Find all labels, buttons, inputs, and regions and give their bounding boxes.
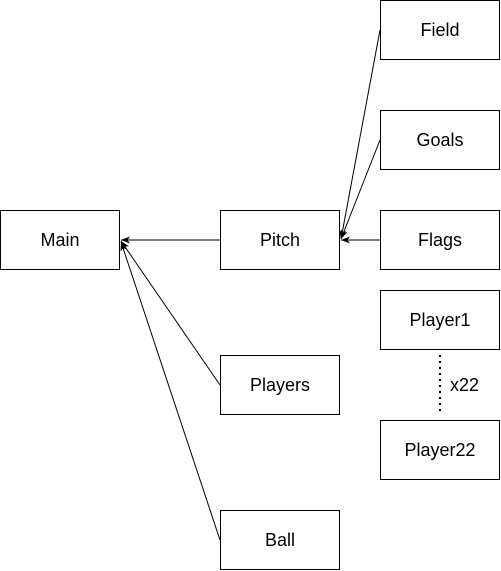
- node-flags-label: Flags: [417, 229, 462, 250]
- node-flags[interactable]: Flags: [380, 210, 500, 270]
- edge-ball-to-main: [120, 241, 221, 541]
- edge-players-to-main: [120, 240, 221, 386]
- node-ball-label: Ball: [264, 529, 295, 550]
- node-pitch-label: Pitch: [259, 229, 301, 250]
- node-main[interactable]: Main: [0, 210, 120, 270]
- node-ball[interactable]: Ball: [220, 510, 340, 570]
- node-players[interactable]: Players: [220, 355, 340, 415]
- node-main-label: Main: [40, 229, 80, 250]
- edge-field-to-pitch: [339, 29, 381, 240]
- node-pitch[interactable]: Pitch: [220, 210, 340, 270]
- node-players-label: Players: [249, 374, 311, 395]
- node-goals[interactable]: Goals: [380, 110, 500, 170]
- edge-goals-to-pitch: [340, 139, 381, 240]
- node-field[interactable]: Field: [380, 0, 500, 60]
- node-player1[interactable]: Player1: [380, 290, 500, 350]
- repeat-count-label: x22: [450, 375, 480, 395]
- node-player1-label: Player1: [409, 309, 471, 330]
- node-player22[interactable]: Player22: [380, 420, 500, 480]
- node-player22-label: Player22: [404, 439, 476, 460]
- node-goals-label: Goals: [416, 129, 464, 150]
- node-field-label: Field: [420, 19, 460, 40]
